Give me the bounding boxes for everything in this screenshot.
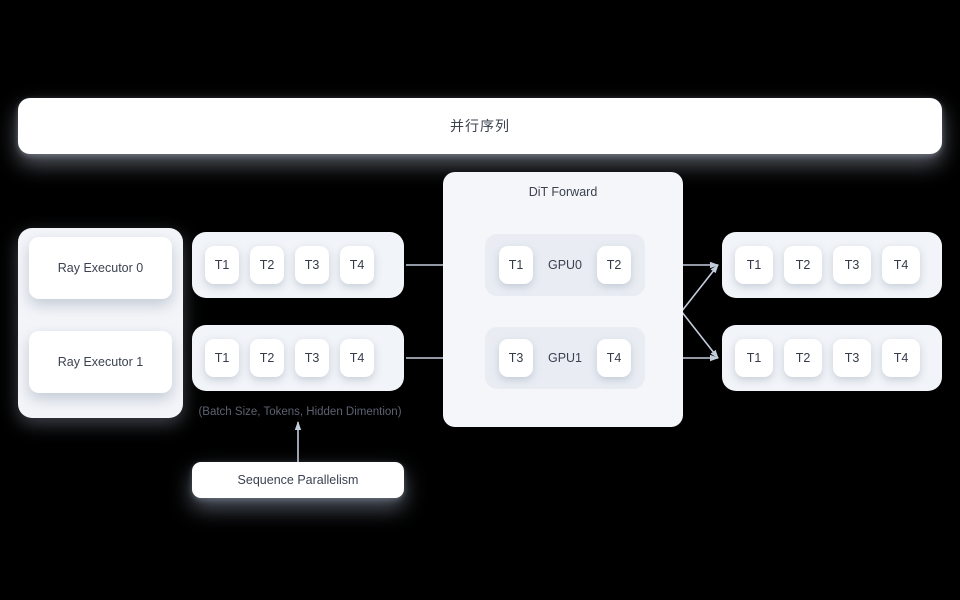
ray-executor-0[interactable]: Ray Executor 0 [29,237,172,299]
input-token-group-1: T1 T2 T3 T4 [192,325,404,391]
dit-forward-title: DiT Forward [528,185,598,199]
input-token-0-2[interactable]: T3 [295,246,329,284]
output-token-0-1[interactable]: T2 [784,246,822,284]
gpu1-row: T3 GPU1 T4 [485,327,645,389]
output-token-0-0[interactable]: T1 [735,246,773,284]
ray-executor-column: Ray Executor 0 Ray Executor 1 [18,228,183,418]
output-token-group-0: T1 T2 T3 T4 [722,232,942,298]
gpu1-label: GPU1 [547,351,583,365]
gpu0-label: GPU0 [547,258,583,272]
gpu0-token-right[interactable]: T2 [596,246,631,284]
gpu1-token-right[interactable]: T4 [596,339,631,377]
input-token-0-0[interactable]: T1 [205,246,239,284]
output-token-1-2[interactable]: T3 [833,339,871,377]
gpu1-token-left[interactable]: T3 [499,339,533,377]
input-token-0-3[interactable]: T4 [340,246,374,284]
gpu0-token-left[interactable]: T1 [499,246,533,284]
input-token-1-1[interactable]: T2 [250,339,284,377]
output-token-1-0[interactable]: T1 [735,339,773,377]
banner-label: 并行序列 [450,118,510,134]
ray-executor-1-label: Ray Executor 1 [57,355,144,369]
output-token-0-3[interactable]: T4 [882,246,920,284]
sequence-parallelism-label: Sequence Parallelism [237,473,359,487]
dit-forward-panel: DiT Forward T1 GPU0 T2 T3 GPU1 T4 [443,172,683,427]
ray-executor-0-label: Ray Executor 0 [57,261,144,275]
gpu0-row: T1 GPU0 T2 [485,234,645,296]
output-token-1-3[interactable]: T4 [882,339,920,377]
input-token-1-3[interactable]: T4 [340,339,374,377]
output-token-1-1[interactable]: T2 [784,339,822,377]
dimension-note: (Batch Size, Tokens, Hidden Dimention) [198,406,402,418]
input-token-0-1[interactable]: T2 [250,246,284,284]
sequence-parallelism-box[interactable]: Sequence Parallelism [192,462,404,498]
input-token-group-0: T1 T2 T3 T4 [192,232,404,298]
parallel-sequence-banner: 并行序列 [18,98,942,154]
input-token-1-2[interactable]: T3 [295,339,329,377]
output-token-0-2[interactable]: T3 [833,246,871,284]
ray-executor-1[interactable]: Ray Executor 1 [29,331,172,393]
input-token-1-0[interactable]: T1 [205,339,239,377]
output-token-group-1: T1 T2 T3 T4 [722,325,942,391]
